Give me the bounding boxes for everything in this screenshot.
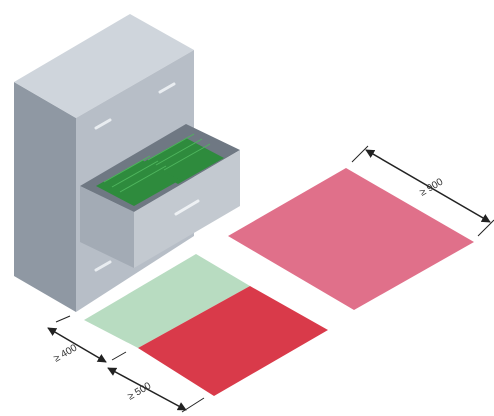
drawer-clearance-label: ≥ 500 [126,380,153,402]
side-clearance-label: ≥ 400 [52,342,79,364]
drawer-handle [94,260,112,272]
drawer-side [80,186,134,268]
depth-clearance-label: ≥ 900 [418,176,445,198]
dimension-arrow [365,149,491,223]
dimension-arrow [47,327,107,363]
dimension-arrow [107,367,187,411]
hanging-folders [96,133,224,206]
drawer-handles [94,82,176,272]
folder-group-front [96,160,180,206]
drawer-handle [94,118,112,130]
side-clearance-zone [84,254,250,348]
drawer-handle [158,82,176,94]
cabinet-top-face [14,14,194,118]
cabinet-side-face [14,82,76,312]
drawer-front-handle [174,199,200,216]
depth-clearance-zone [228,168,474,310]
